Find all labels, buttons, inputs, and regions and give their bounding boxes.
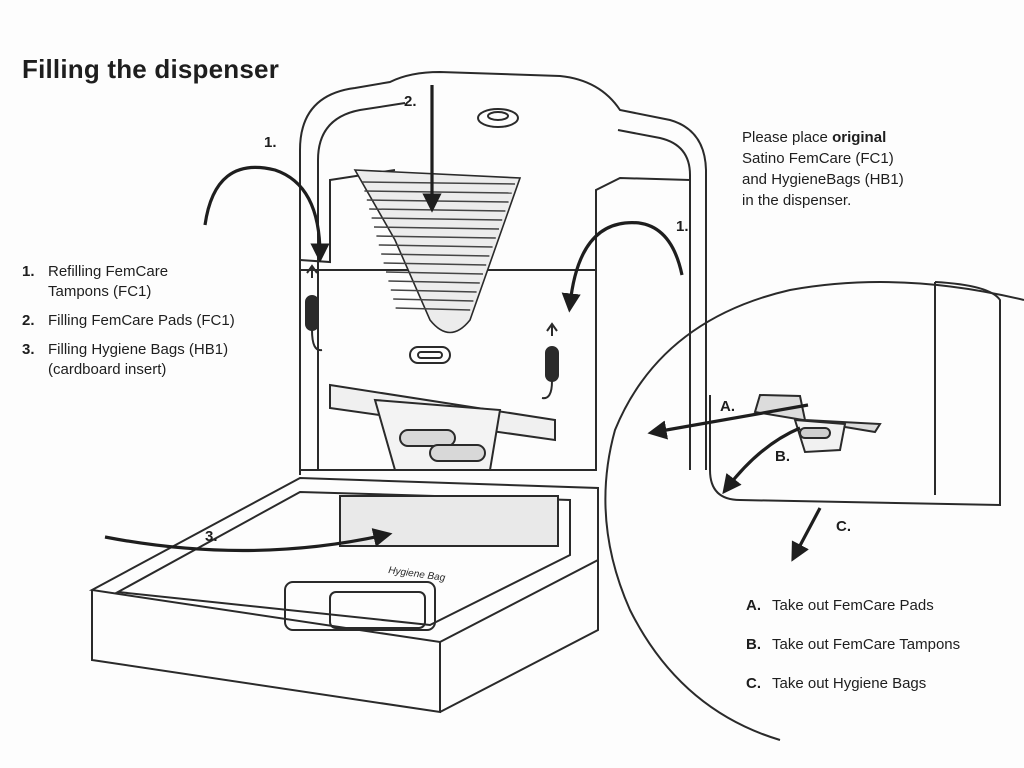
removal-text: Take out Hygiene Bags <box>772 675 927 692</box>
pad-stripe <box>371 217 503 221</box>
step-text: Tampons (FC1) <box>48 283 152 300</box>
pad-stripe <box>378 244 493 248</box>
pad-stripe <box>395 307 471 311</box>
removal-key: A. <box>746 597 761 614</box>
base-tray <box>88 476 599 714</box>
step-text: Filling FemCare Pads (FC1) <box>48 312 235 329</box>
step-text: Refilling FemCare <box>48 263 169 280</box>
pad-stripe <box>373 226 500 230</box>
pad-stripe <box>376 235 496 239</box>
original-products-note: Please place original Satino FemCare (FC… <box>742 127 972 211</box>
step-item: 2. Filling FemCare Pads (FC1) <box>22 311 262 331</box>
note-line-1: Please place original <box>742 127 972 148</box>
step-number: 2. <box>22 312 35 329</box>
pad-stripe <box>385 271 484 275</box>
callout-1-left: 1. <box>264 134 277 151</box>
callout-b: B. <box>775 448 790 465</box>
pad-stack <box>353 169 522 334</box>
pad-stripe <box>364 190 512 194</box>
detail-zoom-circle <box>604 281 1024 741</box>
step-text: Filling Hygiene Bags (HB1) <box>48 341 229 358</box>
note-text: Please place <box>742 129 833 146</box>
callout-c: C. <box>836 518 851 535</box>
note-line-4: in the dispenser. <box>742 192 852 209</box>
top-button-icon <box>477 108 519 128</box>
note-line-3: and HygieneBags (HB1) <box>742 171 904 188</box>
step-text: (cardboard insert) <box>48 361 167 378</box>
pad-stripe <box>361 181 516 185</box>
pad-stripe <box>381 253 490 257</box>
page-title: Filling the dispenser <box>22 54 280 84</box>
note-line-2: Satino FemCare (FC1) <box>742 150 894 167</box>
tampon-tray <box>329 383 556 471</box>
pad-slot <box>409 346 451 364</box>
pad-stripe <box>383 262 487 266</box>
removal-item: B. Take out FemCare Tampons <box>746 635 1016 655</box>
removal-key: C. <box>746 675 761 692</box>
arrows <box>104 85 822 562</box>
callout-a: A. <box>720 398 735 415</box>
removal-text: Take out FemCare Tampons <box>772 636 961 653</box>
removal-item: C. Take out Hygiene Bags <box>746 674 1016 694</box>
filling-steps-list: 1. Refilling FemCare Tampons (FC1) 2. Fi… <box>22 262 262 389</box>
step-item: 3. Filling Hygiene Bags (HB1) (cardboard… <box>22 340 262 380</box>
callout-1-right: 1. <box>676 218 689 235</box>
callout-3: 3. <box>205 528 218 545</box>
removal-text: Take out FemCare Pads <box>772 597 934 614</box>
pad-stripe <box>388 280 480 284</box>
removal-key: B. <box>746 636 761 653</box>
note-bold-text: original <box>832 129 887 146</box>
step-item: 1. Refilling FemCare Tampons (FC1) <box>22 262 262 302</box>
tampon-icon-left <box>305 264 323 352</box>
pad-stripe <box>390 289 477 293</box>
step-number: 1. <box>22 263 35 280</box>
removal-item: A. Take out FemCare Pads <box>746 596 1016 616</box>
callout-2: 2. <box>404 93 417 110</box>
step-number: 3. <box>22 341 35 358</box>
pad-stripe <box>393 298 474 302</box>
tampon-icon-right <box>541 322 559 400</box>
removal-steps-list: A. Take out FemCare Pads B. Take out Fem… <box>746 596 1016 713</box>
